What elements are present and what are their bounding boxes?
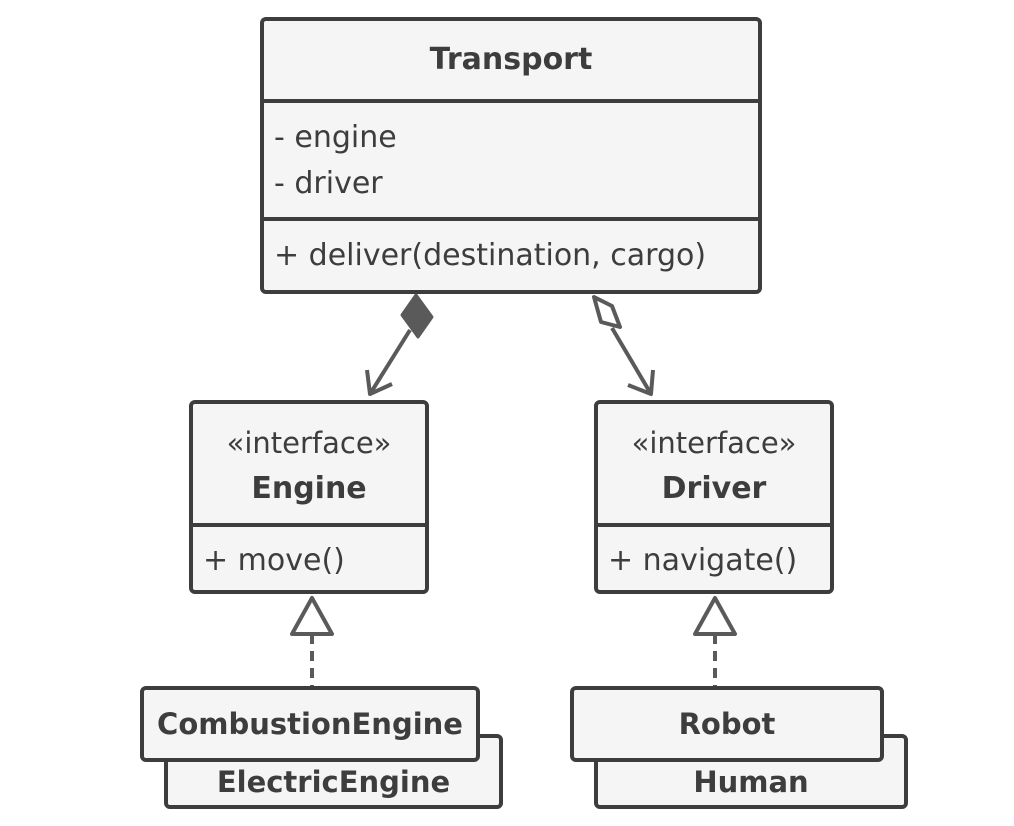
transport-method-deliver: + deliver(destination, cargo)	[274, 238, 707, 273]
engine-stereotype: «interface»	[226, 426, 392, 460]
realization-triangle-icon	[693, 596, 737, 636]
driver-method-navigate: + navigate()	[608, 543, 798, 578]
combustion-engine-class-box: CombustionEngine	[140, 686, 480, 762]
aggregation-connector	[592, 295, 655, 396]
composition-diamond-icon	[400, 293, 434, 339]
electric-engine-class-name: ElectricEngine	[216, 765, 451, 799]
realization-connector-engine	[290, 596, 334, 686]
realization-connector-driver	[693, 596, 737, 686]
transport-field-engine: - engine	[274, 120, 397, 155]
driver-header: «interface» Driver	[598, 404, 830, 523]
human-class-name: Human	[693, 765, 809, 799]
arrowhead-icon	[627, 369, 655, 396]
engine-interface-box: «interface» Engine + move()	[189, 400, 429, 594]
arrowhead-icon	[365, 369, 393, 396]
driver-class-name: Driver	[661, 471, 767, 506]
transport-class-name: Transport	[429, 42, 593, 77]
engine-method-move: + move()	[203, 543, 345, 578]
aggregation-diamond-icon	[592, 295, 622, 329]
robot-class-name: Robot	[678, 707, 776, 741]
robot-class-box: Robot	[570, 686, 884, 762]
combustion-engine-class-name: CombustionEngine	[157, 707, 463, 741]
driver-stereotype: «interface»	[631, 426, 797, 460]
realization-triangle-icon	[290, 596, 334, 636]
transport-class-box: Transport - engine - driver + deliver(de…	[260, 17, 762, 294]
engine-class-name: Engine	[251, 471, 367, 506]
driver-interface-box: «interface» Driver + navigate()	[594, 400, 834, 594]
engine-header: «interface» Engine	[193, 404, 425, 523]
transport-fields: - engine - driver	[264, 99, 758, 217]
engine-methods: + move()	[193, 523, 425, 590]
transport-methods: + deliver(destination, cargo)	[264, 217, 758, 290]
driver-methods: + navigate()	[598, 523, 830, 590]
composition-connector	[365, 293, 434, 396]
transport-field-driver: - driver	[274, 166, 383, 201]
